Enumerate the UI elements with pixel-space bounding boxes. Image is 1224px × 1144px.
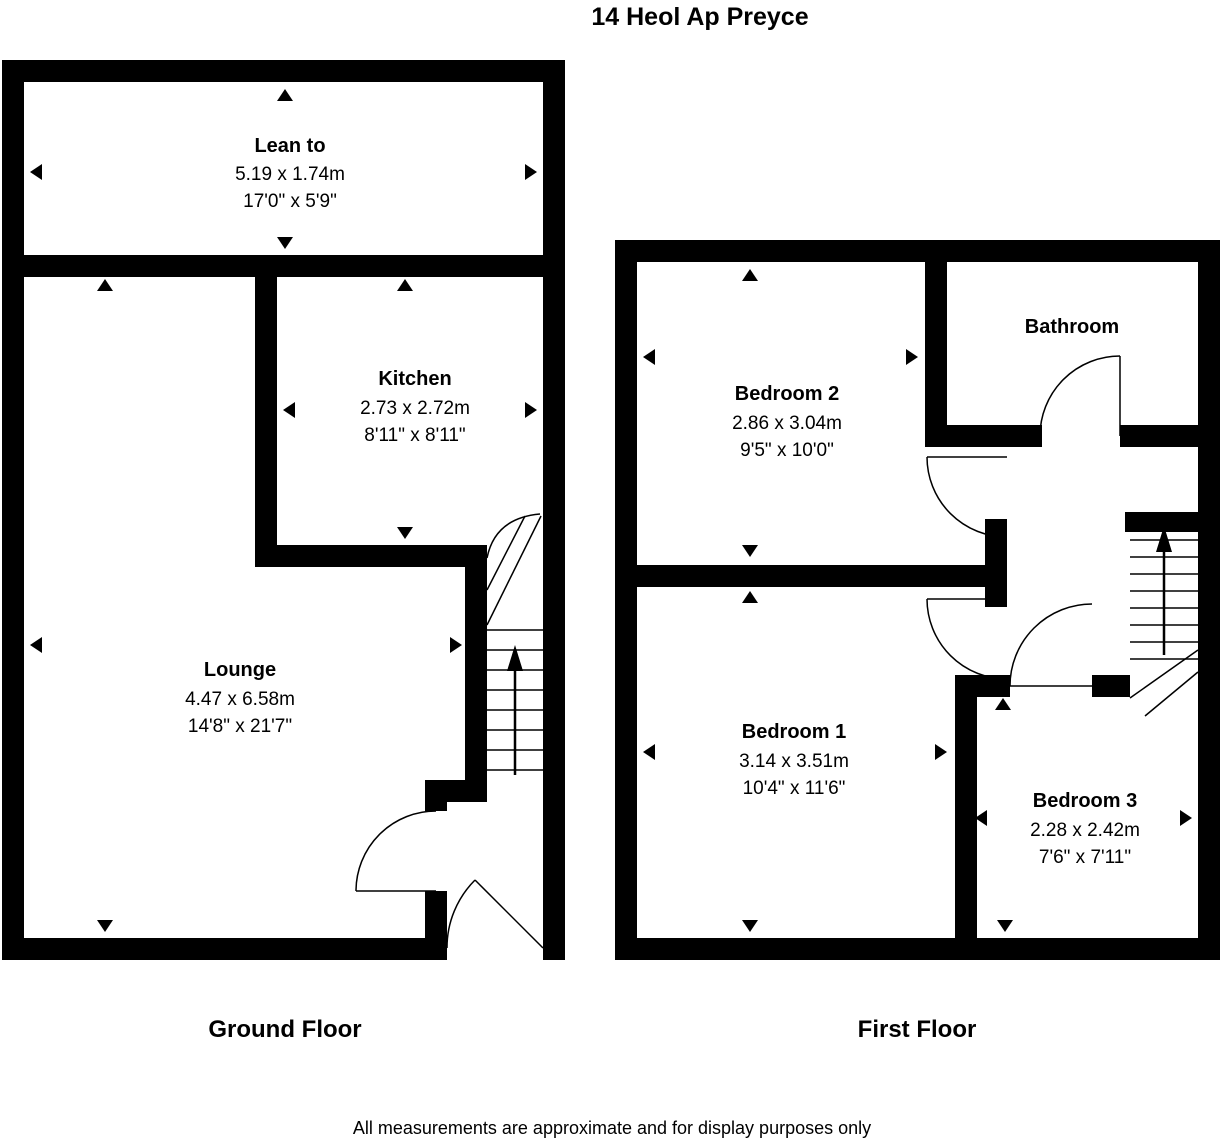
- wall-segment: [615, 938, 1220, 960]
- room-dim-metric: 4.47 x 6.58m: [185, 689, 295, 710]
- stair-cut-line: [1144, 671, 1199, 717]
- wall-segment: [425, 802, 447, 811]
- wall-segment: [615, 240, 637, 960]
- dimension-arrow-right-icon: [450, 637, 462, 653]
- ground-floor-plan: Lean to 5.19 x 1.74m 17'0" x 5'9" Kitche…: [2, 60, 565, 1043]
- stair-cut-line: [1129, 649, 1199, 699]
- ff-doors: [926, 355, 1121, 687]
- dimension-arrow-down-icon: [742, 545, 758, 557]
- stair-cut-line: [486, 515, 526, 591]
- dimension-arrow-down-icon: [397, 527, 413, 539]
- first-floor-walls: [615, 240, 1220, 960]
- wall-segment: [2, 255, 565, 277]
- dimension-arrow-down-icon: [277, 237, 293, 249]
- wall-segment: [925, 425, 1042, 447]
- dimension-arrow-right-icon: [1180, 810, 1192, 826]
- stair-winder-arc: [486, 513, 541, 559]
- room-label-bedroom-1: Bedroom 1: [742, 721, 846, 743]
- room-dim-imperial: 14'8" x 21'7": [188, 716, 292, 737]
- ff-dimension-arrows: [643, 269, 1192, 932]
- room-label-lean-to: Lean to: [254, 135, 325, 157]
- stair-up-arrow-icon: [507, 645, 523, 671]
- dimension-arrow-right-icon: [935, 744, 947, 760]
- wall-segment: [985, 519, 1007, 607]
- wall-segment: [425, 780, 487, 802]
- first-floor-plan: Bathroom Bedroom 2 2.86 x 3.04m 9'5" x 1…: [615, 240, 1220, 1043]
- room-dim-metric: 2.86 x 3.04m: [732, 413, 842, 434]
- dimension-arrow-right-icon: [525, 164, 537, 180]
- room-dim-imperial: 17'0" x 5'9": [243, 191, 337, 212]
- dimension-arrow-up-icon: [97, 279, 113, 291]
- wall-segment: [255, 545, 487, 567]
- room-dim-imperial: 9'5" x 10'0": [740, 440, 834, 461]
- first-floor-label: First Floor: [858, 1016, 977, 1043]
- gf-dimension-arrows: [30, 89, 537, 932]
- dimension-arrow-up-icon: [742, 591, 758, 603]
- wall-segment: [1198, 240, 1220, 960]
- door-arc: [926, 598, 1008, 680]
- room-dim-imperial: 8'11" x 8'11": [364, 425, 465, 446]
- stair-cut-line: [486, 515, 542, 626]
- dimension-arrow-up-icon: [742, 269, 758, 281]
- room-label-lounge: Lounge: [204, 659, 276, 681]
- room-label-kitchen: Kitchen: [378, 368, 451, 390]
- wall-segment: [2, 60, 565, 82]
- dimension-arrow-up-icon: [995, 698, 1011, 710]
- door-leaf: [474, 879, 544, 949]
- room-dim-metric: 2.28 x 2.42m: [1030, 820, 1140, 841]
- dimension-arrow-left-icon: [283, 402, 295, 418]
- door-arc: [1039, 355, 1121, 437]
- wall-segment: [955, 675, 977, 960]
- dimension-arrow-down-icon: [997, 920, 1013, 932]
- room-label-bedroom-3: Bedroom 3: [1033, 790, 1137, 812]
- dimension-arrow-left-icon: [643, 349, 655, 365]
- ff-stairs: [1129, 526, 1199, 717]
- wall-segment: [255, 277, 277, 567]
- dimension-arrow-left-icon: [643, 744, 655, 760]
- wall-segment: [615, 240, 1220, 262]
- wall-segment: [925, 240, 947, 447]
- room-dim-imperial: 7'6" x 7'11": [1039, 847, 1131, 868]
- door-arc: [355, 810, 437, 892]
- wall-segment: [543, 60, 565, 960]
- wall-segment: [1120, 425, 1220, 447]
- wall-segment: [465, 545, 487, 802]
- dimension-arrow-up-icon: [277, 89, 293, 101]
- wall-segment: [1125, 512, 1198, 532]
- page-title: 14 Heol Ap Preyce: [591, 3, 808, 31]
- wall-segment: [615, 565, 1007, 587]
- stair-up-arrow-icon: [1156, 526, 1172, 552]
- room-label-bedroom-2: Bedroom 2: [735, 383, 839, 405]
- dimension-arrow-right-icon: [906, 349, 918, 365]
- room-dim-metric: 3.14 x 3.51m: [739, 751, 849, 772]
- dimension-arrow-down-icon: [742, 920, 758, 932]
- room-label-bathroom: Bathroom: [1025, 316, 1119, 338]
- dimension-arrow-left-icon: [30, 637, 42, 653]
- ground-floor-label: Ground Floor: [208, 1016, 361, 1043]
- disclaimer-text: All measurements are approximate and for…: [353, 1118, 871, 1138]
- dimension-arrow-up-icon: [397, 279, 413, 291]
- gf-doors: [355, 810, 544, 949]
- wall-segment: [1092, 675, 1130, 697]
- dimension-arrow-left-icon: [975, 810, 987, 826]
- wall-segment: [425, 891, 447, 960]
- dimension-arrow-right-icon: [525, 402, 537, 418]
- wall-segment: [2, 938, 447, 960]
- room-dim-metric: 5.19 x 1.74m: [235, 164, 345, 185]
- ground-floor-walls: [2, 60, 565, 960]
- dimension-arrow-left-icon: [30, 164, 42, 180]
- room-dim-imperial: 10'4" x 11'6": [743, 778, 846, 799]
- gf-stairs: [486, 513, 543, 775]
- door-arc: [446, 879, 476, 949]
- dimension-arrow-down-icon: [97, 920, 113, 932]
- wall-segment: [2, 60, 24, 960]
- door-arc: [1009, 603, 1093, 687]
- door-arc: [926, 456, 1008, 538]
- room-dim-metric: 2.73 x 2.72m: [360, 398, 470, 419]
